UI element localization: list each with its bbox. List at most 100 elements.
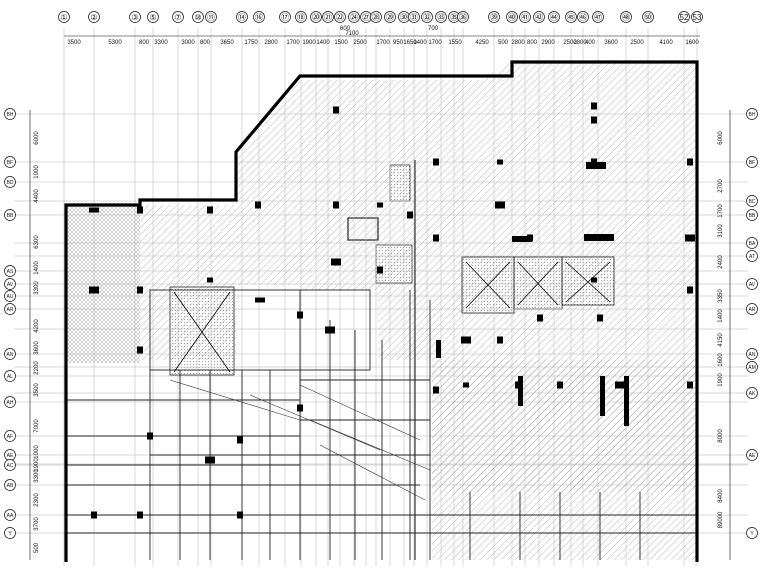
- col-axis-label: ㊻: [579, 13, 587, 22]
- side-dim-label: 7000: [34, 419, 40, 433]
- row-axis-marker: AA: [4, 509, 16, 521]
- col-axis-label: ⑤: [149, 13, 156, 22]
- column-mark: [463, 382, 469, 388]
- beam-diag-2: [319, 444, 426, 501]
- col-axis-label: ⑭: [238, 13, 246, 22]
- row-axis-marker: AR: [746, 303, 758, 315]
- col-axis-label: ㉗: [362, 13, 370, 22]
- col-axis-label: ㊵: [508, 13, 516, 22]
- side-dim-label: 8400: [718, 489, 724, 503]
- col-axis-label: ③: [131, 13, 138, 22]
- side-dim-label: 3350: [718, 289, 724, 303]
- top-dim-label: 3000: [181, 40, 195, 46]
- col-axis-marker: ㉒: [334, 11, 346, 23]
- row-axis-marker: AR: [4, 303, 16, 315]
- row-axis-label: BF: [7, 160, 13, 166]
- col-axis-label: ⑦: [174, 13, 181, 22]
- col-axis-marker: 53: [691, 11, 703, 23]
- elevator-shafts: [173, 261, 611, 373]
- side-dim-label: 1000: [34, 165, 40, 179]
- column-mark: [333, 106, 339, 114]
- row-axis-label: AC: [7, 463, 14, 469]
- col-axis-label: ㊺: [567, 13, 575, 22]
- col-axis-marker: ㉘: [370, 11, 382, 23]
- top-dim-label: 2500: [353, 40, 367, 46]
- col-axis-marker: ㊷: [533, 11, 545, 23]
- column-mark: [91, 511, 97, 519]
- col-axis-marker: ㊼: [592, 11, 604, 23]
- col-axis-circle: [253, 11, 265, 23]
- column-mark: [518, 376, 523, 406]
- row-axis-label: BB: [7, 213, 14, 219]
- column-mark: [557, 381, 563, 389]
- top-dim-label: 3650: [220, 40, 234, 46]
- col-axis-circle: [408, 11, 420, 23]
- row-axis-marker: Y: [4, 527, 16, 539]
- top-dim-label: 500: [498, 40, 509, 46]
- side-dim-label: 6000: [34, 131, 40, 145]
- row-axis-circle: [746, 348, 758, 360]
- row-axis-circle: [4, 278, 16, 290]
- col-axis-marker: ⑩: [192, 11, 204, 23]
- col-axis-circle: [691, 11, 703, 23]
- col-axis-marker: ①: [58, 11, 70, 23]
- row-axis-marker: AT: [746, 250, 758, 262]
- row-axis-circle: [746, 278, 758, 290]
- column-mark: [497, 336, 503, 344]
- outer-wall: [64, 60, 699, 562]
- col-axis-label: ㉜: [423, 13, 431, 22]
- side-dim-label: 1400: [718, 309, 724, 323]
- top-dim-label: 3600: [604, 40, 618, 46]
- top-dim-label: 2800: [264, 40, 278, 46]
- col-axis-label: ㊿: [644, 13, 652, 22]
- row-axis-marker: AV: [4, 278, 16, 290]
- col-axis-circle: [192, 11, 204, 23]
- row-axis-label: Y: [8, 531, 12, 537]
- column-mark: [237, 436, 243, 444]
- top-dim-label: 1550: [448, 40, 462, 46]
- column-mark: [237, 511, 243, 519]
- col-axis-circle: [577, 11, 589, 23]
- col-axis-circle: [533, 11, 545, 23]
- row-axis-circle: [746, 250, 758, 262]
- side-dim-label: 500: [34, 542, 40, 553]
- row-axis-label: BH: [749, 112, 756, 118]
- row-axis-circle: [746, 361, 758, 373]
- row-axis-label: AU: [7, 294, 14, 300]
- row-axis-label: AL: [7, 374, 13, 380]
- top-dim-label: 400: [585, 40, 596, 46]
- column-mark: [205, 456, 215, 464]
- column-mark: [436, 340, 441, 358]
- col-axis-label: ⑳: [312, 13, 320, 22]
- side-dim-label: 6300: [34, 235, 40, 249]
- column-mark: [297, 404, 303, 412]
- col-axis-label: ㊴: [490, 13, 498, 22]
- left-dimension-labels: 6000100044006300140033004200360022003500…: [34, 131, 40, 553]
- col-axis-label: ⑯: [255, 13, 263, 22]
- row-axis-marker: BF: [746, 156, 758, 168]
- column-mark: [495, 201, 505, 209]
- side-dim-label: 1400: [34, 261, 40, 275]
- slab-hatch: [66, 62, 697, 560]
- right-dimension-labels: 6000270017003100240033501400415016001900…: [718, 131, 724, 529]
- top-dim-label: 1750: [244, 40, 258, 46]
- column-mark: [325, 326, 335, 334]
- col-axis-marker: ㉔: [348, 11, 360, 23]
- column-mark: [433, 158, 439, 166]
- top-dim-label: 1700: [428, 40, 442, 46]
- col-axis-label: 53: [693, 13, 702, 22]
- row-axis-circle: [746, 237, 758, 249]
- side-dim-label: 1000: [34, 445, 40, 459]
- col-axis-label: ㉙: [386, 13, 394, 22]
- row-axis-label: BA: [749, 241, 756, 247]
- beam-diag-1: [309, 419, 431, 471]
- row-axis-marker: AN: [746, 348, 758, 360]
- column-mark: [537, 314, 543, 322]
- side-dim-label: 4150: [718, 333, 724, 347]
- top-dim-label: 1600: [685, 40, 699, 46]
- row-axis-marker: BB: [746, 209, 758, 221]
- col-axis-circle: [322, 11, 334, 23]
